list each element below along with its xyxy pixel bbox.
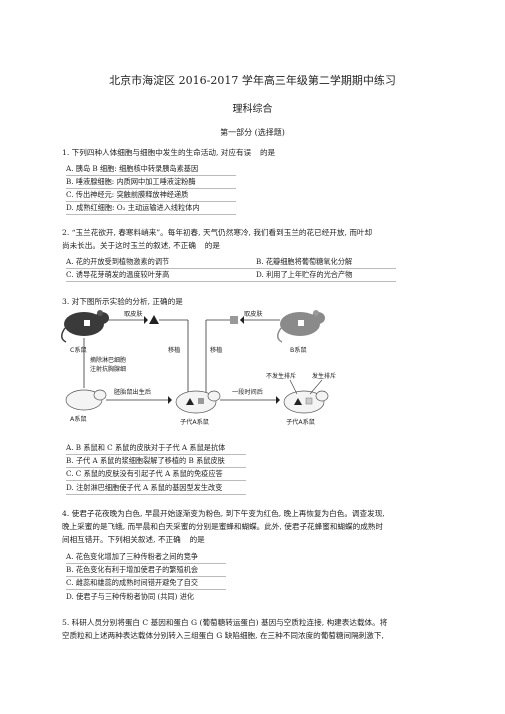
mouse-a-icon [65, 389, 107, 411]
q4-line3-tail: 的是 [189, 535, 205, 544]
label-c-mouse: C系鼠 [70, 346, 87, 354]
q1-stem-tail: 的是 [259, 148, 276, 157]
q4-option-c: C. 雌蕊和雄蕊的成熟时间错开避免了自交 [66, 578, 199, 587]
divider [66, 454, 246, 455]
q4-line3-text: 间相互错开。下列相关叙述, 不正确 [62, 535, 181, 544]
divider [66, 494, 246, 495]
emphasis-dots [196, 241, 205, 250]
q4-line2: 晚上采蜜的是飞蛾, 而早晨和白天采蜜的分别是蜜蜂和蝴蝶。此外, 使君子花蜂蜜和蝴… [62, 522, 383, 531]
arrow-icon [276, 396, 280, 404]
q1-option-a: A. 胰岛 B 细胞: 细胞核中转录胰岛素基因 [66, 164, 199, 173]
q5-line1: 5. 科研人员分别将蛋白 C 基因和蛋白 G (葡萄糖转运蛋白) 基因与空质粒连… [62, 618, 388, 627]
q1-option-d: D. 成熟红细胞: O₂ 主动运输进入线粒体内 [66, 203, 200, 212]
label-reject: 发生排斥 [312, 372, 336, 380]
q3-option-a: A. B 系鼠和 C 系鼠的皮肤对于子代 A 系鼠是抗体 [66, 443, 226, 452]
q2-option-c: C. 诱导花芽萌发的温度较叶芽高 [66, 270, 170, 279]
emphasis-dots [251, 148, 260, 157]
q2-line2-text: 尚未长出。关于这时玉兰的叙述, 不正确 [62, 241, 196, 250]
q3-stem: 3. 对下图所示实验的分析, 正确的是 [62, 297, 183, 306]
label-take-skin-right: 取皮肤 [244, 310, 263, 318]
mouse-offspring-2-icon [283, 390, 329, 414]
q1-option-b: B. 唾液腺细胞: 内质网中加工唾液淀粉酶 [66, 177, 196, 186]
q2-line1: 2. “玉兰花欲开, 春寒料峭来”。每年初春, 天气仍然寒冷, 我们看到玉兰的花… [62, 228, 373, 237]
q3-figure: 取皮肤 取皮肤 C系鼠 B系鼠 移植 移植 摘除淋巴细胞 注射抗胸腺细 A系鼠 … [61, 310, 336, 426]
divider [66, 281, 396, 282]
square-skin-icon [230, 316, 238, 324]
q1-stem-text: 1. 下列四种人体细胞与细胞中发生的生命活动, 对应有误 [62, 148, 252, 157]
label-b-mouse: B系鼠 [290, 346, 307, 354]
divider [66, 576, 226, 577]
divider [66, 467, 246, 468]
mouse-b-icon [277, 310, 325, 343]
label-newborn: 胚胎鼠出生后 [114, 388, 151, 396]
q4-line1: 4. 使君子花夜晚为白色, 早晨开始逐渐变为粉色, 到下午变为红色, 晚上再恢复… [62, 509, 385, 518]
divider [66, 589, 226, 590]
q5-line2: 空质粒和上述两种表达载体分别转入三组蛋白 G 缺陷细胞, 在三种不同浓度的葡萄糖… [62, 631, 384, 640]
q4-option-a: A. 花色变化增加了三种传粉者之间的竞争 [66, 552, 198, 561]
label-offspring-2: 子代A系鼠 [286, 418, 315, 426]
q2-option-d: D. 利用了上年贮存的光合产物 [256, 270, 353, 279]
divider [66, 563, 226, 564]
label-transplant-1: 移植 [168, 346, 180, 354]
emphasis-dots [181, 535, 190, 544]
q2-option-a: A. 花的开放受到植物激素的调节 [66, 257, 170, 266]
q1-option-c: C. 传出神经元: 突触前膜释放神经递质 [66, 190, 189, 199]
arrow-icon [168, 396, 172, 404]
q4-option-d: D. 使君子与三种传粉者协同 (共同) 进化 [66, 592, 195, 601]
q2-line2: 尚未长出。关于这时玉兰的叙述, 不正确 的是 [62, 241, 220, 251]
subject-title: 理科综合 [232, 104, 273, 115]
divider [66, 268, 396, 269]
q4-option-b: B. 花色变化有利于增加使君子的繁殖机会 [66, 565, 199, 574]
mouse-c-icon [61, 310, 109, 343]
section-title: 第一部分 (选择题) [220, 128, 285, 137]
q4-line3: 间相互错开。下列相关叙述, 不正确 的是 [62, 535, 205, 545]
q2-line2-tail: 的是 [204, 241, 220, 250]
label-offspring-1: 子代A系鼠 [180, 418, 209, 426]
arrow-icon [144, 316, 148, 324]
divider [66, 175, 236, 176]
label-take-skin-left: 取皮肤 [124, 310, 143, 318]
triangle-skin-icon [149, 315, 159, 324]
divider [66, 480, 246, 481]
q3-option-d: D. 注射淋巴细胞使子代 A 系鼠的基因型发生改变 [66, 483, 223, 492]
page-title: 北京市海淀区 2016-2017 学年高三年级第二学期期中练习 [109, 74, 396, 87]
arrow-icon [240, 316, 244, 324]
q3-option-b: B. 子代 A 系鼠的浆细胞裂解了移植的 B 系鼠皮肤 [66, 456, 225, 465]
divider [66, 188, 236, 189]
label-a-mouse: A系鼠 [70, 415, 87, 423]
mouse-offspring-1-icon [175, 390, 221, 414]
label-later: 一段时间后 [232, 388, 263, 396]
label-no-reject: 不发生排斥 [266, 372, 296, 380]
q1-stem: 1. 下列四种人体细胞与细胞中发生的生命活动, 对应有误 的是 [62, 148, 275, 158]
label-inject: 注射抗胸腺细 [90, 365, 126, 373]
label-transplant-2: 移植 [210, 346, 222, 354]
label-remove-lymph: 摘除淋巴细胞 [90, 356, 126, 364]
divider [66, 214, 236, 215]
q3-option-c: C. C 系鼠的皮肤没有引起子代 A 系鼠的免疫应答 [66, 469, 223, 478]
q2-option-b: B. 花瓣细胞将葡萄糖氧化分解 [256, 257, 353, 266]
divider [66, 201, 236, 202]
